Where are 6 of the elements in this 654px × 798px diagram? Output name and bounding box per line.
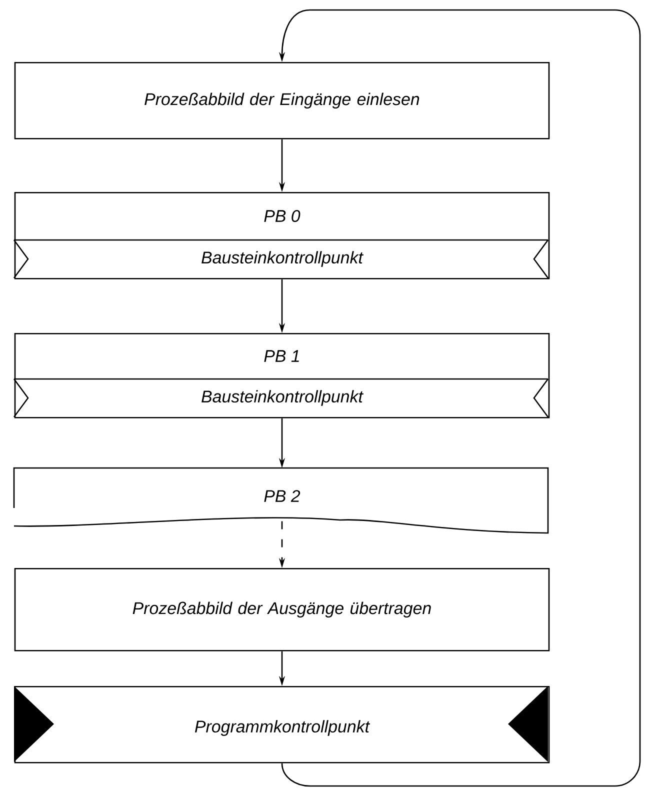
checkpoint-box: Programmkontrollpunkt (14, 686, 550, 764)
process-box: Prozeßabbild der Eingänge einlesen (14, 62, 550, 140)
banded-box: PB 1 Bausteinkontrollpunkt (13, 333, 550, 418)
torn-box: PB 2 (13, 467, 549, 534)
process-box: Prozeßabbild der Ausgänge übertragen (14, 568, 550, 652)
banded-box: PB 0 Bausteinkontrollpunkt (13, 192, 550, 280)
